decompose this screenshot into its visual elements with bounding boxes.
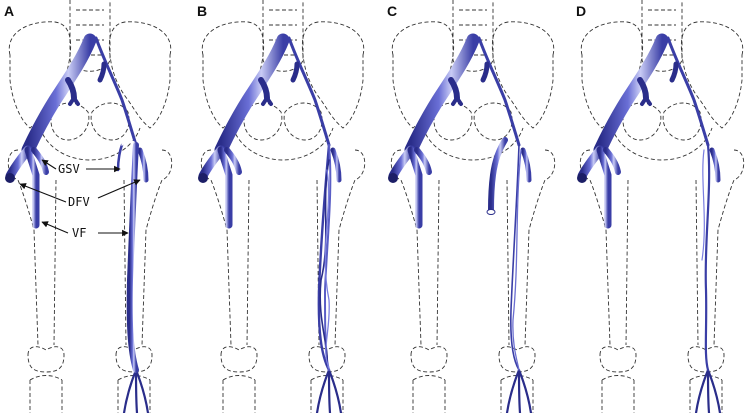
panel-d: D [576, 0, 745, 413]
panel-b: B [197, 0, 366, 413]
panel-label-c: C [387, 3, 397, 19]
panel-c: C [387, 0, 556, 413]
label-gsv: GSV [58, 162, 80, 176]
panel-label-a: A [4, 3, 14, 19]
label-dfv: DFV [68, 195, 90, 209]
panel-a: GSV DFV VF A [4, 0, 173, 413]
panel-label-b: B [197, 3, 207, 19]
panel-label-d: D [576, 3, 586, 19]
label-vf: VF [72, 226, 86, 240]
